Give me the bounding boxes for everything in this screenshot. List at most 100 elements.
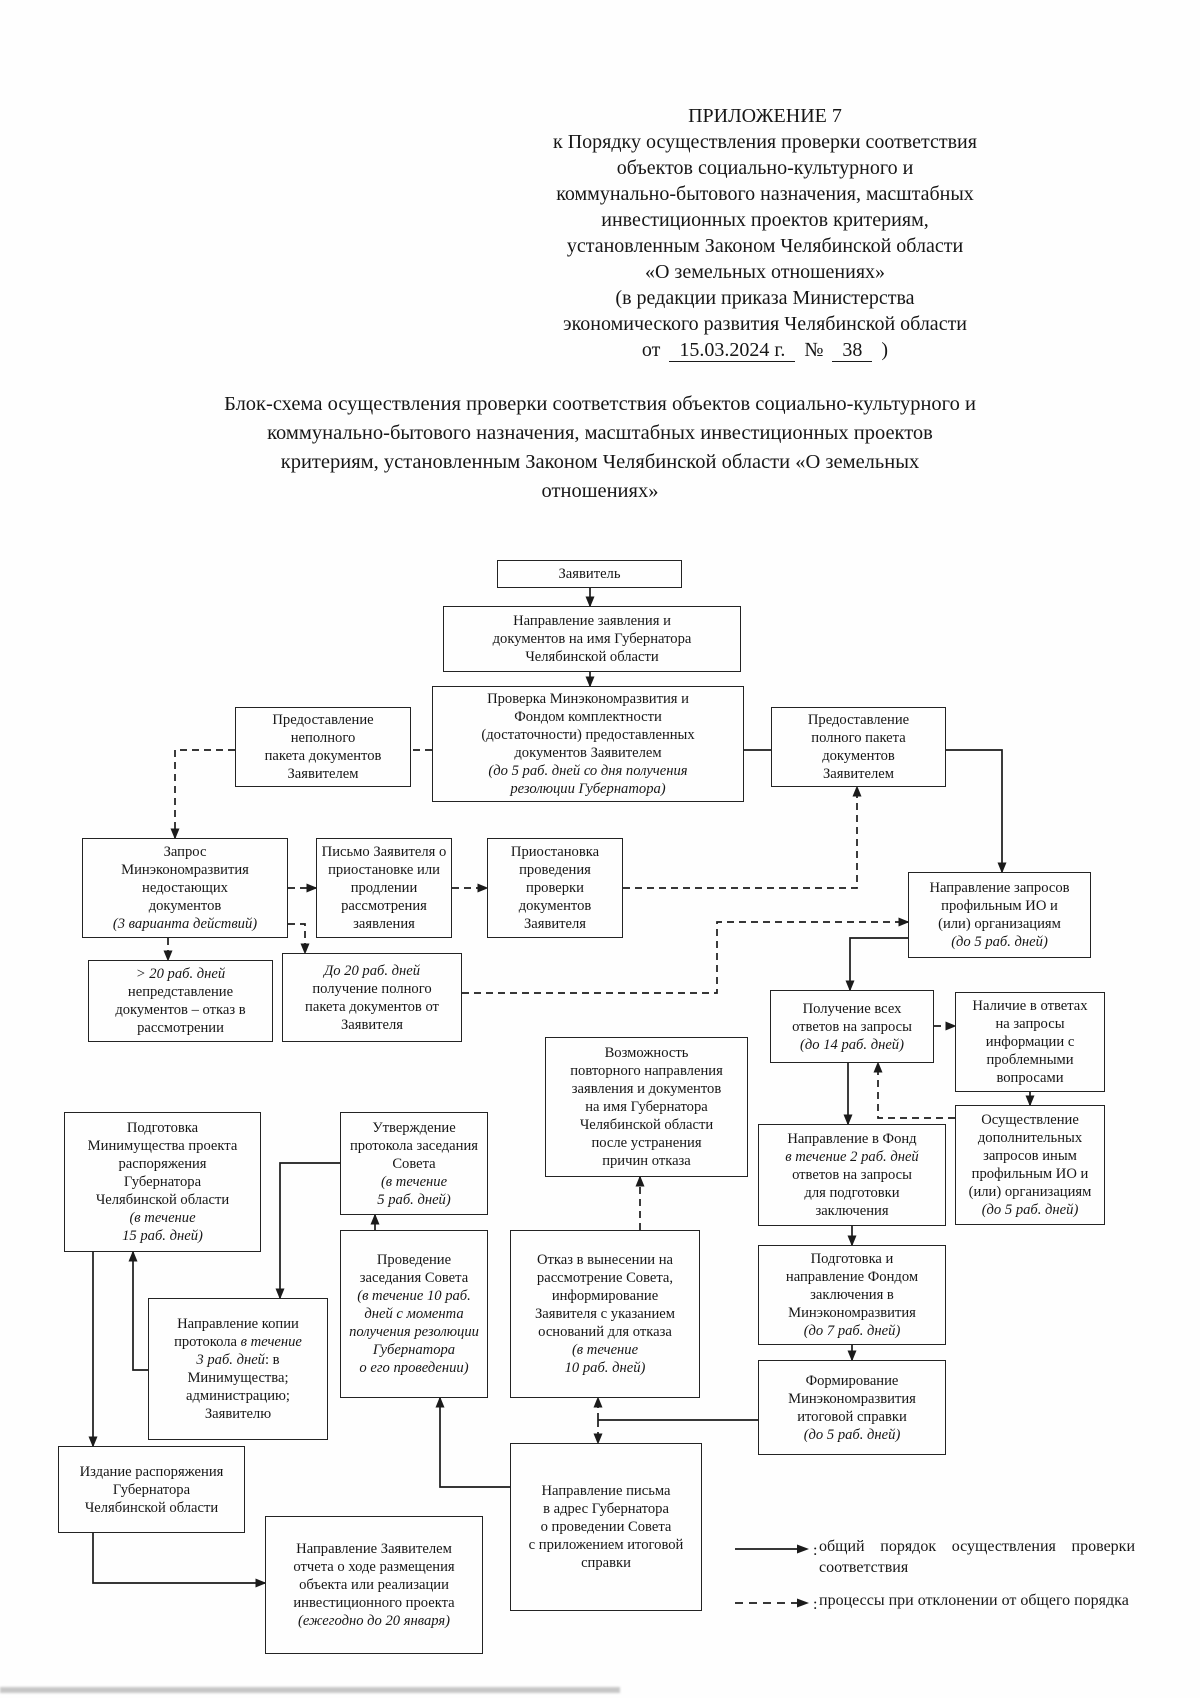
- flow-box-line: До 20 раб. дней: [323, 962, 421, 979]
- flow-box-line: (до 5 раб. дней): [803, 1426, 901, 1443]
- flow-box-line: Губернатора: [372, 1342, 456, 1358]
- flow-box-line: продлении: [350, 880, 418, 896]
- flow-box-line: Возможность: [604, 1045, 689, 1061]
- flow-arrow-8: [288, 923, 310, 955]
- flow-box-podgotovka-zaklyucheniya: Подготовка и направление Фондом заключения…: [758, 1245, 946, 1345]
- flow-box-line: Минимущества проекта: [87, 1138, 238, 1154]
- flow-box-line: инвестиционного проекта: [293, 1595, 455, 1611]
- flow-box-line: Губернатора: [112, 1481, 191, 1498]
- flow-arrow-9: [623, 785, 862, 889]
- flow-box-line: Проведение: [376, 1252, 452, 1268]
- flow-box-line: Челябинской области: [579, 1117, 714, 1133]
- flow-box-line: Наличие в ответах: [972, 998, 1088, 1014]
- ref-date: 15.03.2024 г.: [669, 339, 796, 362]
- flow-box-line: Приостановка: [510, 844, 600, 860]
- flow-box-line: (или) организациям: [938, 916, 1061, 932]
- title-line: критериям, установленным Законом Челябин…: [280, 451, 920, 473]
- flow-box-line: Подготовка: [126, 1120, 199, 1136]
- flow-box-line: в адрес Губернатора: [543, 1501, 669, 1517]
- flow-arrow-25: [275, 1162, 340, 1300]
- flow-box-line: Предоставление: [807, 712, 910, 728]
- flow-box-line: > 20 раб. дней: [135, 966, 226, 982]
- legend-solid-label: общий порядок осуществления проверки соо…: [819, 1538, 1135, 1576]
- flow-box-line: (ежегодно до 20 января): [297, 1613, 451, 1629]
- flow-box-line: Издание распоряжения: [79, 1463, 224, 1480]
- flow-box-line: Направление Заявителем: [296, 1541, 452, 1557]
- flow-box-line: оснований для отказа: [538, 1324, 672, 1340]
- flow-box-line: заявления и документов: [571, 1081, 722, 1097]
- flow-box-line: ответов на запросы: [792, 1167, 912, 1183]
- header-ref-line: от 15.03.2024 г. № 38 ): [420, 337, 1110, 363]
- flow-box-line: Губернатора: [123, 1174, 202, 1190]
- flow-box-line: (достаточности) предоставленных: [481, 727, 695, 743]
- flow-box-line: (3 варианта действий): [112, 916, 258, 932]
- flow-box-line: Минэкономразвития: [788, 1390, 916, 1407]
- flow-box-line: причин отказа: [602, 1153, 691, 1169]
- flow-box-line: получение полного: [312, 980, 432, 997]
- header-line: (в редакции приказа Министерства: [615, 287, 915, 309]
- flow-box-line: (или) организациям: [968, 1184, 1092, 1200]
- ref-prefix: от: [641, 339, 661, 361]
- flow-box-napravlenie-otcheta: Направление Заявителем отчета о ходе разм…: [265, 1516, 483, 1654]
- flow-box-line: Совета: [392, 1155, 436, 1172]
- flow-box-line: Проверка Минэкономразвития и: [487, 691, 689, 707]
- flow-box-line: (до 5 раб. дней): [981, 1202, 1079, 1218]
- flow-box-line: 10 раб. дней): [564, 1360, 646, 1376]
- flow-box-line: информирование: [551, 1288, 659, 1304]
- flow-box-line: после устранения: [591, 1135, 702, 1151]
- flow-box-line: пакета документов: [264, 748, 382, 764]
- flow-arrow-15: [873, 1061, 955, 1119]
- flow-box-line: Письмо Заявителя о: [321, 844, 447, 860]
- flow-box-line: Подготовка и: [810, 1251, 894, 1267]
- flow-box-line: 15 раб. дней): [122, 1228, 203, 1244]
- flow-arrow-12: [845, 937, 908, 992]
- flow-box-line: Челябинской области: [95, 1192, 230, 1208]
- flow-box-line: Минимущества;: [187, 1370, 289, 1386]
- flow-arrow-23: [435, 1396, 510, 1488]
- flow-box-line: 3 раб. дней: в: [196, 1352, 280, 1368]
- flow-box-line: Отказ в вынесении на: [536, 1252, 674, 1268]
- flow-box-line: (в течение: [571, 1342, 639, 1358]
- flow-box-line: полного пакета: [811, 730, 906, 746]
- ref-suffix: ): [881, 339, 889, 361]
- legend: : общий порядок осуществления проверки с…: [733, 1536, 1135, 1627]
- flow-box-line: распоряжения: [118, 1156, 207, 1172]
- flow-box-line: вопросами: [996, 1070, 1064, 1086]
- flow-box-line: Заявителя: [340, 1016, 404, 1033]
- flow-box-line: заседания Совета: [359, 1270, 469, 1286]
- flow-box-line: Заявителем: [287, 766, 359, 782]
- flow-box-line: Заявителю: [204, 1406, 272, 1422]
- header-line: к Порядку осуществления проверки соответ…: [553, 131, 977, 153]
- flow-box-line: (до 5 раб. дней со дня получения: [488, 763, 688, 779]
- flow-box-line: направление Фондом: [785, 1269, 919, 1285]
- flow-box-line: Минэкономразвития: [788, 1305, 916, 1321]
- ref-number: 38: [832, 339, 873, 362]
- legend-colon: :: [813, 1542, 818, 1559]
- flow-box-line: профильным ИО и: [971, 1166, 1089, 1182]
- flow-box-line: проблемными: [986, 1052, 1074, 1068]
- flow-box-line: проверки: [526, 880, 584, 896]
- flow-box-line: заключения в: [810, 1287, 894, 1303]
- flow-box-line: недостающих: [142, 880, 228, 896]
- flow-box-line: на запросы: [995, 1016, 1065, 1032]
- flow-box-line: (в течение 10 раб.: [357, 1288, 471, 1304]
- flow-box-line: Заявитель: [558, 566, 621, 582]
- flow-box-line: дополнительных: [977, 1130, 1083, 1146]
- diagram-title: Блок-схема осуществления проверки соотве…: [95, 390, 1105, 506]
- flow-box-line: проведения: [519, 862, 591, 878]
- flow-box-line: Направление запросов: [929, 880, 1070, 896]
- flow-box-line: с приложением итоговой: [528, 1537, 684, 1553]
- flow-box-line: отчета о ходе размещения: [293, 1559, 455, 1575]
- flow-box-line: заявления: [353, 916, 415, 932]
- flow-box-line: документов – отказ в: [115, 1002, 246, 1018]
